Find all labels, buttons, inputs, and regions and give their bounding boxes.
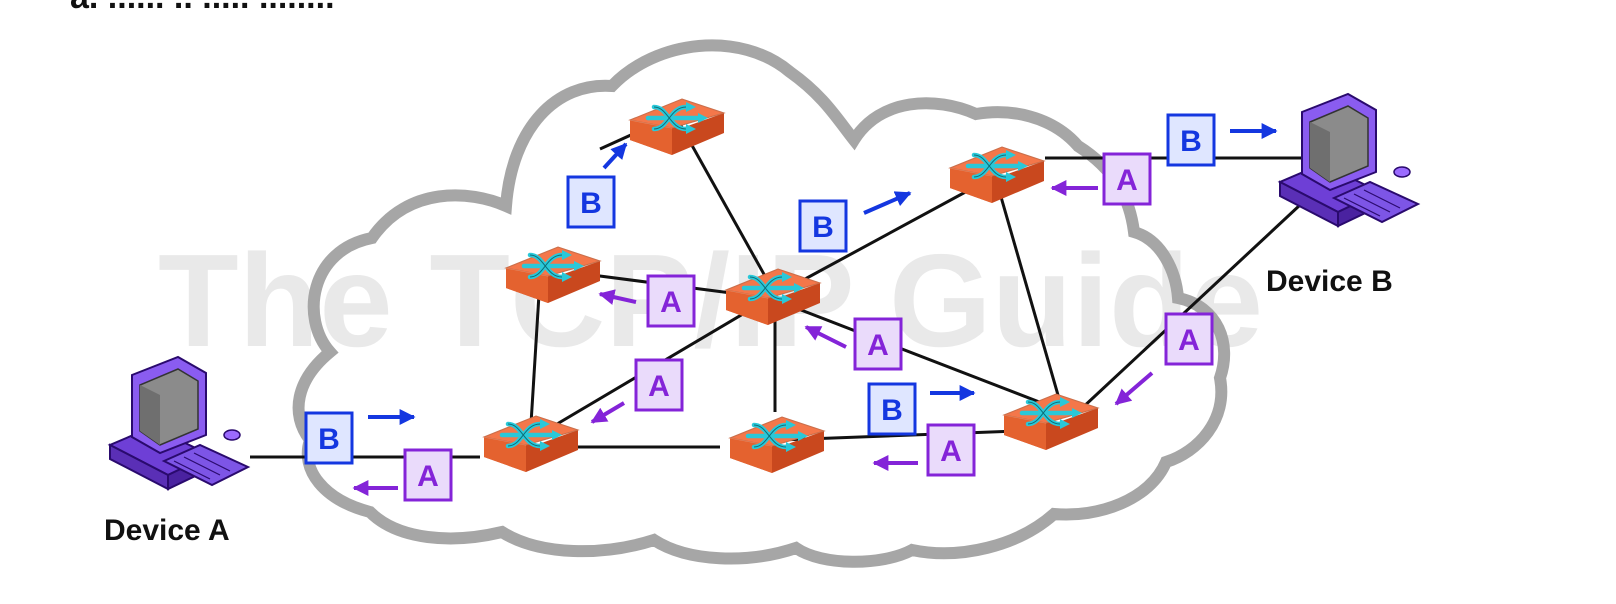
a-direction-arrows	[352, 180, 1154, 496]
packet-b: B	[798, 199, 848, 253]
packet-label: A	[660, 286, 682, 319]
packet-label: A	[417, 460, 439, 493]
packet-a: A	[646, 274, 696, 328]
packet-b: B	[304, 411, 354, 465]
packet-a: A	[634, 358, 684, 412]
router-icon	[950, 147, 1044, 203]
packet-label: A	[1178, 324, 1200, 357]
b-direction-arrows	[368, 123, 1278, 425]
packet-a: A	[853, 317, 903, 371]
device-b-label: Device B	[1266, 265, 1393, 298]
device-a-computer-icon	[109, 356, 249, 490]
packet-label: B	[812, 211, 834, 244]
packet-a: A	[926, 423, 976, 477]
router-icon	[1004, 394, 1098, 450]
packet-label: B	[881, 394, 903, 427]
packet-b: B	[566, 175, 616, 229]
top-caption: a. ...... .. ..... ........	[70, 0, 335, 16]
arrow-icon	[602, 142, 628, 170]
packet-b: B	[867, 382, 917, 436]
device-a-label: Device A	[104, 514, 230, 547]
packet-label: A	[648, 370, 670, 403]
packet-label: A	[1116, 164, 1138, 197]
router-icon	[484, 416, 578, 472]
packet-a: A	[403, 448, 453, 502]
arrow-icon	[598, 289, 637, 305]
arrow-icon	[863, 191, 912, 215]
packet-label: A	[867, 329, 889, 362]
packet-label: B	[580, 187, 602, 220]
arrow-icon	[590, 401, 626, 424]
packet-b: B	[1166, 113, 1216, 167]
router-icon	[630, 99, 724, 155]
router-icon	[730, 417, 824, 473]
arrow-icon	[1114, 371, 1154, 406]
packet-label: B	[318, 423, 340, 456]
packet-a: A	[1164, 312, 1214, 366]
packet-label: A	[940, 435, 962, 468]
device-b-computer-icon	[1279, 93, 1419, 227]
packet-label: B	[1180, 125, 1202, 158]
packet-a: A	[1102, 152, 1152, 206]
arrow-icon	[804, 325, 847, 349]
